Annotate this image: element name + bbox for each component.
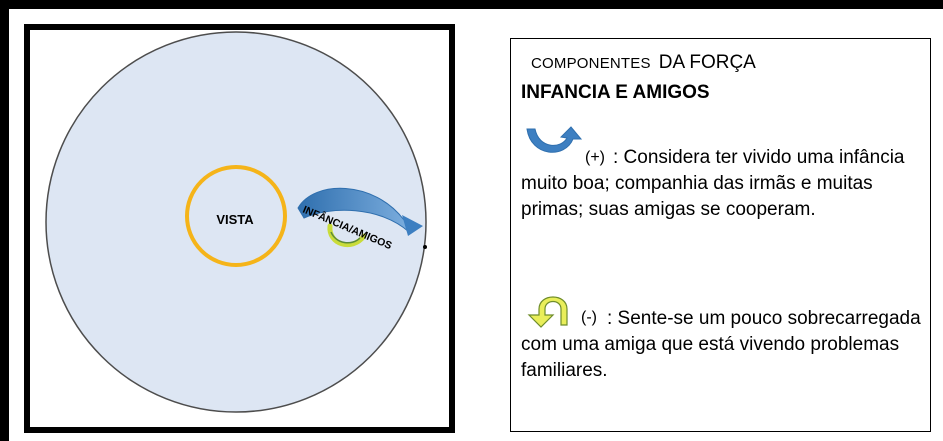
blue-curved-arrow-icon <box>526 126 583 153</box>
negative-force-arrow <box>327 223 367 248</box>
negative-description: : Sente-se um pouco sobrecarregada com u… <box>521 306 926 384</box>
arc-end-dot <box>423 245 427 249</box>
legend-title: COMPONENTES DA FORÇA <box>531 52 756 74</box>
legend-title-part2: DA FORÇA <box>658 52 756 73</box>
yellow-curved-arrow-icon <box>527 296 568 328</box>
negative-sign: (-) <box>581 309 597 326</box>
negative-text: : Sente-se um pouco sobrecarregada com u… <box>521 308 921 381</box>
diagram-panel: VISTA INFÂNCIA/AMIGOS <box>24 24 455 433</box>
legend-subtitle: INFANCIA E AMIGOS <box>521 82 710 103</box>
positive-text: : Considera ter vivido uma infância muit… <box>521 147 905 220</box>
legend-panel: COMPONENTES DA FORÇA INFANCIA E AMIGOS (+… <box>510 38 931 432</box>
center-label: VISTA <box>216 212 254 227</box>
diagram-canvas: VISTA INFÂNCIA/AMIGOS <box>45 31 427 413</box>
positive-force-arrow <box>297 187 423 236</box>
positive-description: : Considera ter vivido uma infância muit… <box>521 145 926 223</box>
inner-circle <box>185 165 287 267</box>
legend-title-part1: COMPONENTES <box>531 55 651 72</box>
positive-sign: (+) <box>585 149 605 166</box>
